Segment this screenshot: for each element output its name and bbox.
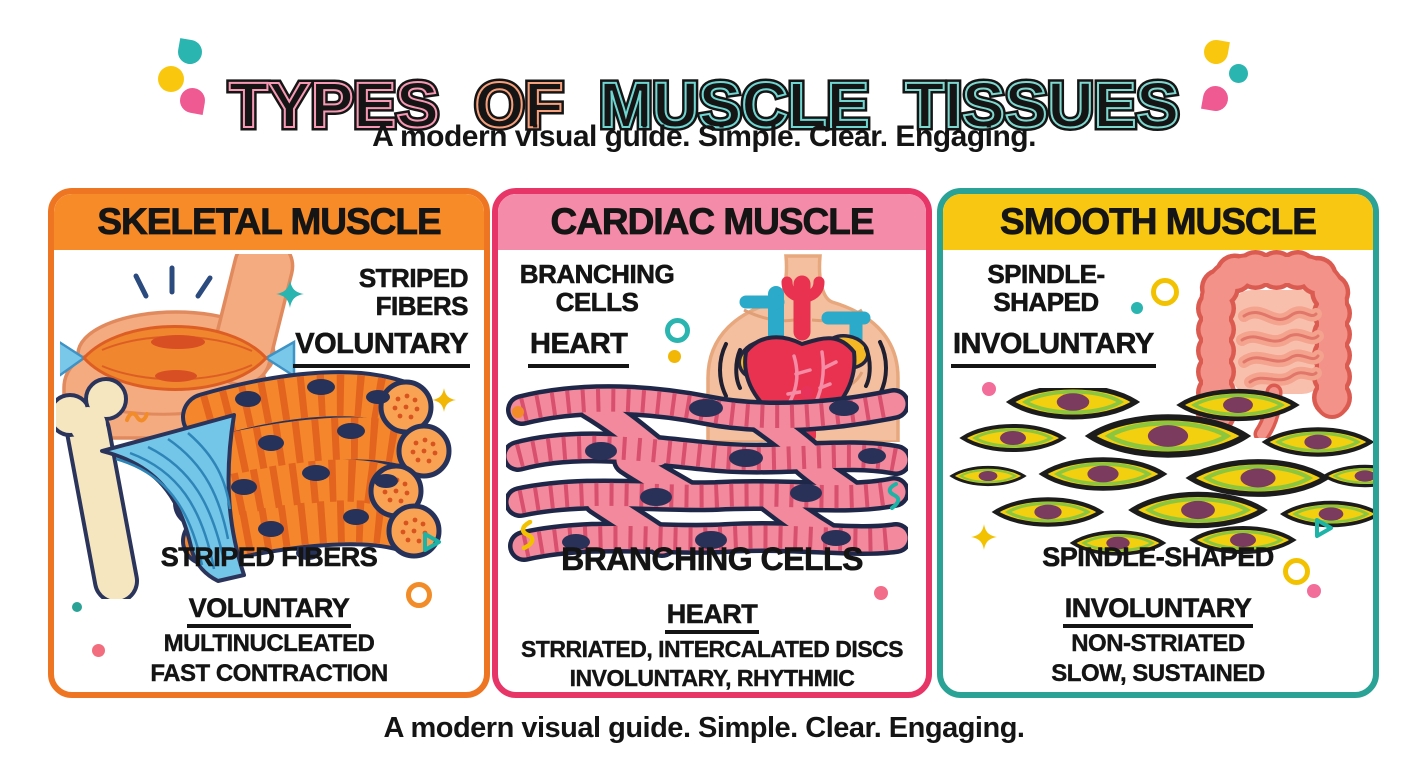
panel-title: SKELETAL MUSCLE <box>54 194 484 250</box>
fact-keyword: INVOLUNTARY <box>1062 593 1254 629</box>
panel-skeletal-muscle: SKELETAL MUSCLE STRIPED FIBERS VOLUNTARY <box>48 188 490 698</box>
ring-icon <box>1283 558 1310 585</box>
dot-icon <box>982 382 996 396</box>
fact-line: STRIPED FIBERS <box>160 542 378 573</box>
sparkle-icon <box>276 280 304 308</box>
fact-keyword: VOLUNTARY <box>186 593 352 629</box>
title-word: TISSUES <box>902 68 1183 141</box>
facts-skeletal: STRIPED FIBERS VOLUNTARY MULTINUCLEATED … <box>54 542 484 688</box>
confetti-dot-icon <box>158 66 184 92</box>
panel-cardiac-muscle: CARDIAC MUSCLE <box>492 188 932 698</box>
squiggle-icon <box>520 520 535 550</box>
subtitle: A modern visual guide. Simple. Clear. En… <box>372 120 1036 153</box>
dot-icon <box>1131 302 1143 314</box>
title-word: MUSCLE <box>596 68 873 141</box>
callout-striped-fibers: STRIPED FIBERS <box>358 263 469 322</box>
title-word: OF <box>471 68 567 141</box>
callout-involuntary: INVOLUNTARY <box>951 328 1156 368</box>
fact-line: BRANCHING CELLS <box>561 541 864 577</box>
squiggle-icon <box>887 482 901 510</box>
sparkle-icon <box>971 524 997 550</box>
squiggle-icon <box>125 411 149 423</box>
panel-smooth-muscle: SMOOTH MUSCLE SPINDLE- SHAPED INVOLUNTAR… <box>937 188 1379 698</box>
dot-icon <box>668 350 681 363</box>
confetti-dot-icon <box>1229 64 1248 83</box>
fact-line: INVOLUNTARY, RHYTHMIC <box>569 664 855 691</box>
bone-tendon-fiber-bundle-illustration <box>56 370 452 599</box>
triangle-outline-icon <box>423 532 441 552</box>
panel-title: SMOOTH MUSCLE <box>943 194 1373 250</box>
panel-title: CARDIAC MUSCLE <box>498 194 926 250</box>
triangle-outline-icon <box>1315 518 1333 538</box>
footer-tagline: A modern visual guide. Simple. Clear. En… <box>383 712 1025 744</box>
dot-icon <box>72 602 82 612</box>
ring-icon <box>406 582 432 608</box>
ring-icon <box>665 318 690 343</box>
fact-line: MULTINUCLEATED <box>163 630 375 658</box>
facts-cardiac: BRANCHING CELLS HEART STRRIATED, INTERCA… <box>498 541 926 691</box>
spindle-cells-illustration <box>950 388 1373 556</box>
callout-heart: HEART <box>528 328 630 368</box>
confetti-teardrop-icon <box>1202 38 1230 66</box>
confetti-teardrop-icon <box>176 38 204 66</box>
callout-branching-cells: BRANCHING CELLS <box>519 259 675 318</box>
sparkle-icon <box>432 388 456 412</box>
dot-icon <box>874 586 888 600</box>
dot-icon <box>512 406 524 418</box>
branching-cardiac-cells-illustration <box>506 384 908 562</box>
large-intestine-illustration <box>1196 250 1352 438</box>
callout-voluntary: VOLUNTARY <box>293 328 470 368</box>
fact-line: SPINDLE-SHAPED <box>1042 542 1275 573</box>
fact-line: SLOW, SUSTAINED <box>1051 660 1265 688</box>
ring-icon <box>1151 278 1179 306</box>
title-word: TYPES <box>225 68 442 141</box>
facts-smooth: SPINDLE-SHAPED INVOLUNTARY NON-STRIATED … <box>943 542 1373 688</box>
dot-icon <box>801 386 813 398</box>
dot-icon <box>1307 584 1321 598</box>
fact-line: NON-STRIATED <box>1071 630 1245 658</box>
fact-line: STRRIATED, INTERCALATED DISCS <box>520 635 904 662</box>
dot-icon <box>92 644 105 657</box>
fact-line: FAST CONTRACTION <box>150 660 388 688</box>
fact-keyword: HEART <box>664 598 760 634</box>
callout-spindle-shaped: SPINDLE- SHAPED <box>987 259 1105 318</box>
